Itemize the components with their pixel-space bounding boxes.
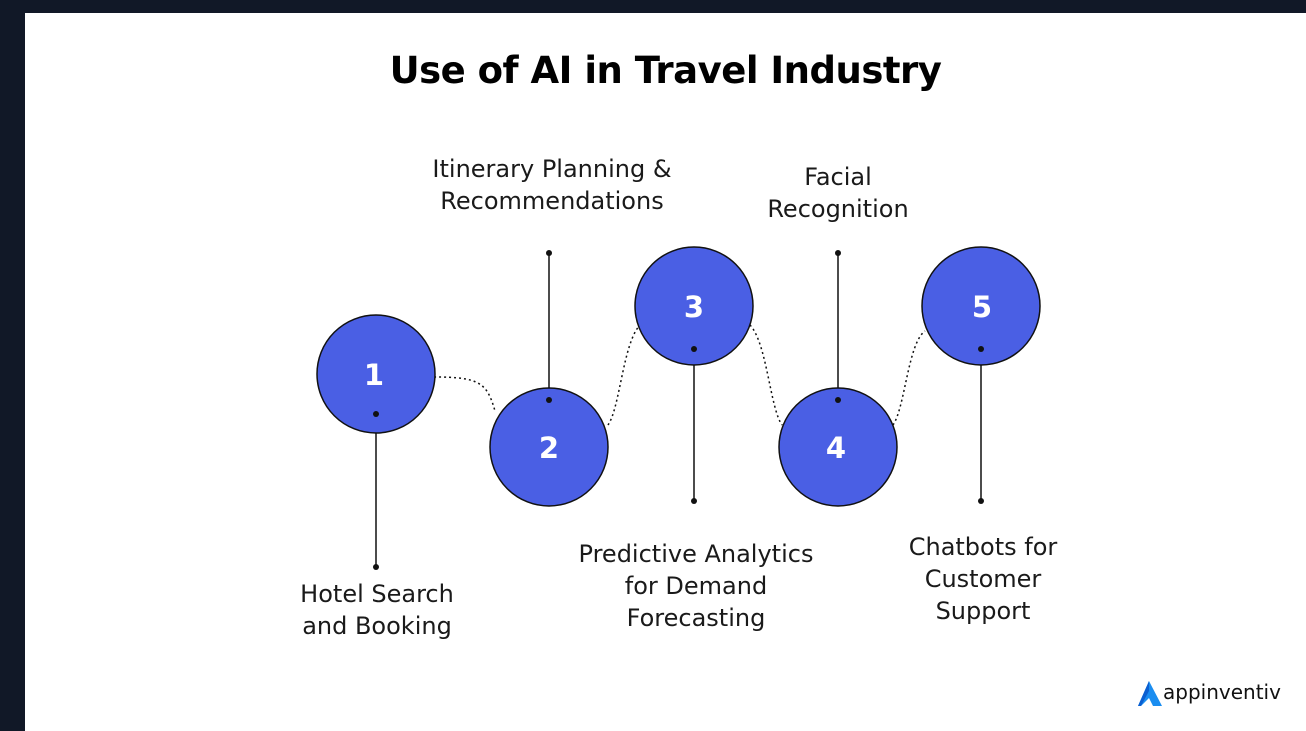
connector-2-3: [607, 324, 641, 426]
step-1-circle: [316, 314, 436, 434]
step-2-label-line-2: Recommendations: [440, 187, 664, 215]
frame-left: [0, 0, 25, 731]
step-3-label: Predictive Analytics for Demand Forecast…: [541, 538, 851, 634]
brand-name: appinventiv: [1163, 680, 1281, 704]
step-3-label-line-3: Forecasting: [626, 604, 766, 632]
step-5-label-line-2: Customer: [924, 565, 1042, 593]
step-4: 4: [778, 387, 898, 507]
step-2-circle: [489, 387, 609, 507]
connector-4-5: [892, 330, 926, 426]
leader-5-end-dot: [978, 498, 984, 504]
frame-top: [0, 0, 1306, 13]
step-2-number: 2: [539, 431, 559, 465]
step-5-number: 5: [972, 290, 992, 324]
infographic-canvas: Use of AI in Travel Industry 1 2: [25, 13, 1306, 731]
step-4-label-line-1: Facial: [804, 163, 872, 191]
step-4-number: 4: [826, 431, 846, 465]
leader-3-end-dot: [691, 498, 697, 504]
connector-1-2: [433, 376, 496, 412]
step-2-anchor-dot: [546, 397, 552, 403]
step-1-number: 1: [364, 358, 384, 392]
step-5-anchor-dot: [978, 346, 984, 352]
step-5-circle: [921, 246, 1041, 366]
step-3-number: 3: [684, 290, 704, 324]
step-5: 5: [921, 246, 1041, 366]
step-3-label-line-2: for Demand: [624, 572, 768, 600]
leader-2-end-dot: [546, 250, 552, 256]
step-3-anchor-dot: [691, 346, 697, 352]
step-5-label: Chatbots for Customer Support: [868, 531, 1098, 627]
leader-1-end-dot: [373, 564, 379, 570]
step-2: 2: [489, 387, 609, 507]
step-3-circle: [634, 246, 754, 366]
step-1-label: Hotel Search and Booking: [257, 578, 497, 642]
leader-4-end-dot: [835, 250, 841, 256]
step-3-label-line-1: Predictive Analytics: [578, 540, 814, 568]
step-4-anchor-dot: [835, 397, 841, 403]
step-5-label-line-3: Support: [935, 597, 1031, 625]
step-5-label-line-1: Chatbots for: [908, 533, 1058, 561]
triangle-logo-icon: [1138, 681, 1162, 706]
steps-diagram: 1 2 3 4 5: [316, 246, 1041, 570]
step-4-circle: [778, 387, 898, 507]
connector-3-4: [749, 324, 783, 426]
step-1-label-line-2: and Booking: [302, 612, 452, 640]
step-1-anchor-dot: [373, 411, 379, 417]
step-4-label: Facial Recognition: [738, 161, 938, 225]
page-title: Use of AI in Travel Industry: [389, 49, 942, 92]
step-3: 3: [634, 246, 754, 366]
step-2-label-line-1: Itinerary Planning &: [432, 155, 672, 183]
step-4-label-line-2: Recognition: [767, 195, 909, 223]
step-2-label: Itinerary Planning & Recommendations: [397, 153, 707, 217]
step-1-label-line-1: Hotel Search: [300, 580, 454, 608]
step-1: 1: [316, 314, 436, 434]
